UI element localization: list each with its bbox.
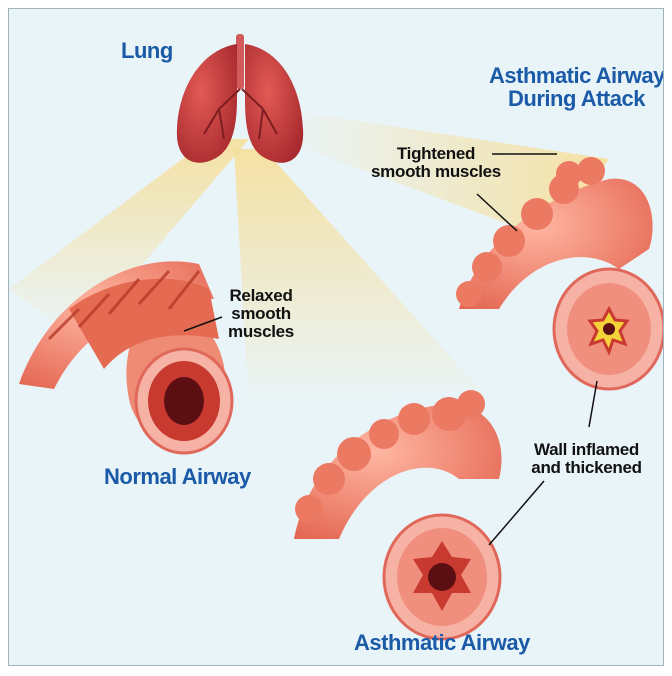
leader-wall-asthmatic — [489, 481, 544, 545]
lung-label: Lung — [121, 39, 173, 62]
tightened-muscles-label: Tightened smooth muscles — [371, 145, 501, 181]
asthmatic-airway-image — [294, 390, 502, 639]
wall-line1: Wall inflamed — [519, 441, 654, 459]
relaxed-line2: smooth — [219, 305, 303, 323]
attack-airway-title: Asthmatic Airway During Attack — [489, 64, 664, 110]
relaxed-line1: Relaxed — [219, 287, 303, 305]
tightened-line1: Tightened — [371, 145, 501, 163]
asthmatic-airway-label: Asthmatic Airway — [354, 631, 530, 654]
attack-title-line2: During Attack — [489, 87, 664, 110]
attack-title-line1: Asthmatic Airway — [489, 64, 664, 87]
wall-line2: and thickened — [519, 459, 654, 477]
relaxed-muscles-label: Relaxed smooth muscles — [219, 287, 303, 341]
relaxed-line3: muscles — [219, 323, 303, 341]
normal-airway-label: Normal Airway — [104, 465, 251, 488]
tightened-line2: smooth muscles — [371, 163, 501, 181]
diagram-frame: Lung Asthmatic Airway During Attack Tigh… — [8, 8, 664, 666]
wall-inflamed-label: Wall inflamed and thickened — [519, 441, 654, 477]
